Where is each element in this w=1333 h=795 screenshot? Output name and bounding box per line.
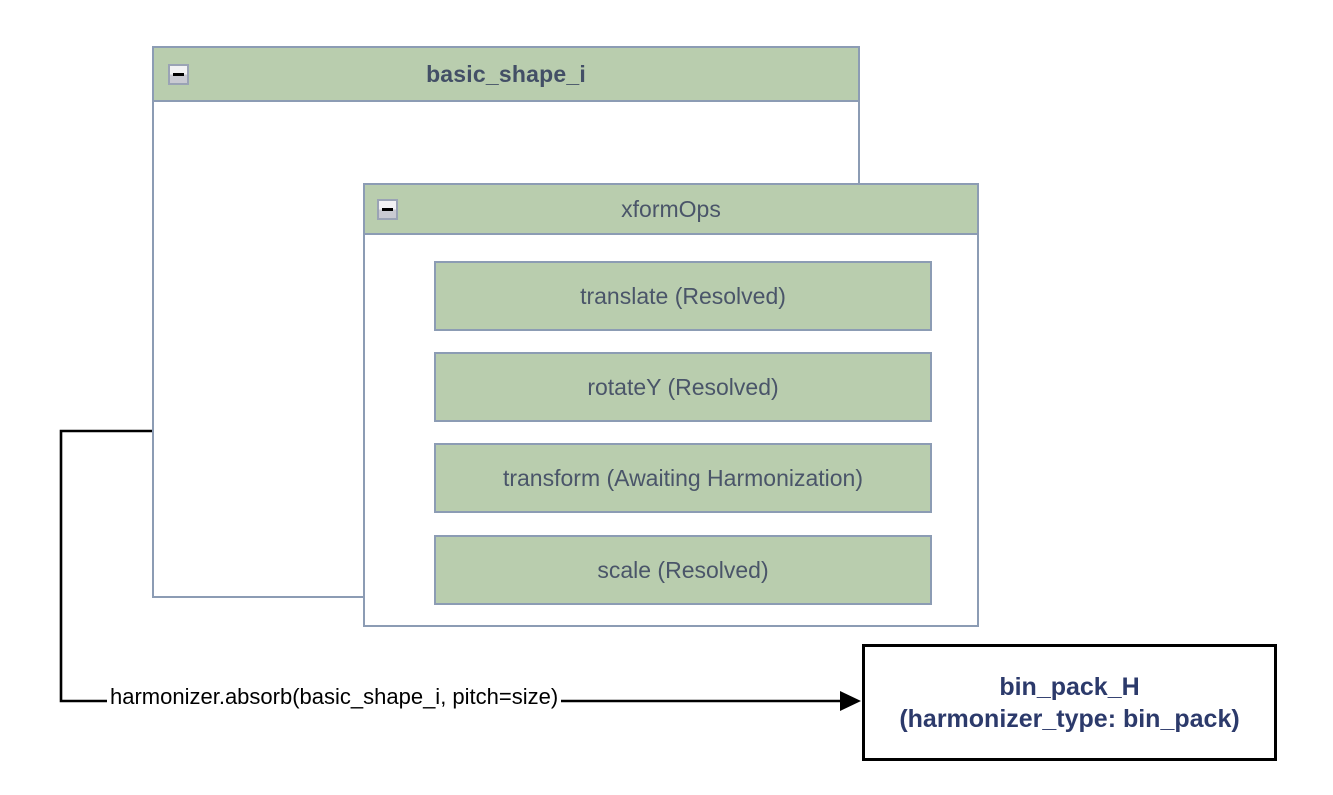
- arrowhead-icon: [840, 691, 861, 711]
- operation-label: scale (Resolved): [597, 556, 769, 583]
- node-subtitle-harmonizer-type: (harmonizer_type: bin_pack): [899, 704, 1240, 733]
- package-xformops[interactable]: xformOps translate (Resolved) rotateY (R…: [363, 183, 979, 627]
- package-basic-shape-i[interactable]: basic_shape_i xformOps translate (Resolv…: [152, 46, 979, 627]
- operation-label: translate (Resolved): [580, 282, 786, 309]
- minus-bar-icon: [382, 208, 393, 211]
- operation-box-transform[interactable]: transform (Awaiting Harmonization): [434, 443, 932, 513]
- node-bin-pack-h[interactable]: bin_pack_H (harmonizer_type: bin_pack): [862, 644, 1277, 761]
- operation-label: transform (Awaiting Harmonization): [502, 464, 864, 491]
- package-header-basic-shape-i[interactable]: basic_shape_i: [152, 46, 860, 102]
- minus-collapse-icon[interactable]: [377, 199, 398, 220]
- node-title-bin-pack-h: bin_pack_H: [999, 672, 1140, 701]
- operation-box-rotatey[interactable]: rotateY (Resolved): [434, 352, 932, 422]
- minus-bar-icon: [173, 73, 184, 76]
- package-title-basic-shape-i: basic_shape_i: [426, 60, 586, 87]
- package-header-xformops[interactable]: xformOps: [363, 183, 979, 235]
- operation-box-translate[interactable]: translate (Resolved): [434, 261, 932, 331]
- edge-label-harmonizer-absorb: harmonizer.absorb(basic_shape_i, pitch=s…: [107, 686, 562, 708]
- operation-box-scale[interactable]: scale (Resolved): [434, 535, 932, 605]
- package-title-xformops: xformOps: [621, 195, 721, 222]
- operation-label: rotateY (Resolved): [587, 373, 779, 400]
- minus-collapse-icon[interactable]: [168, 64, 189, 85]
